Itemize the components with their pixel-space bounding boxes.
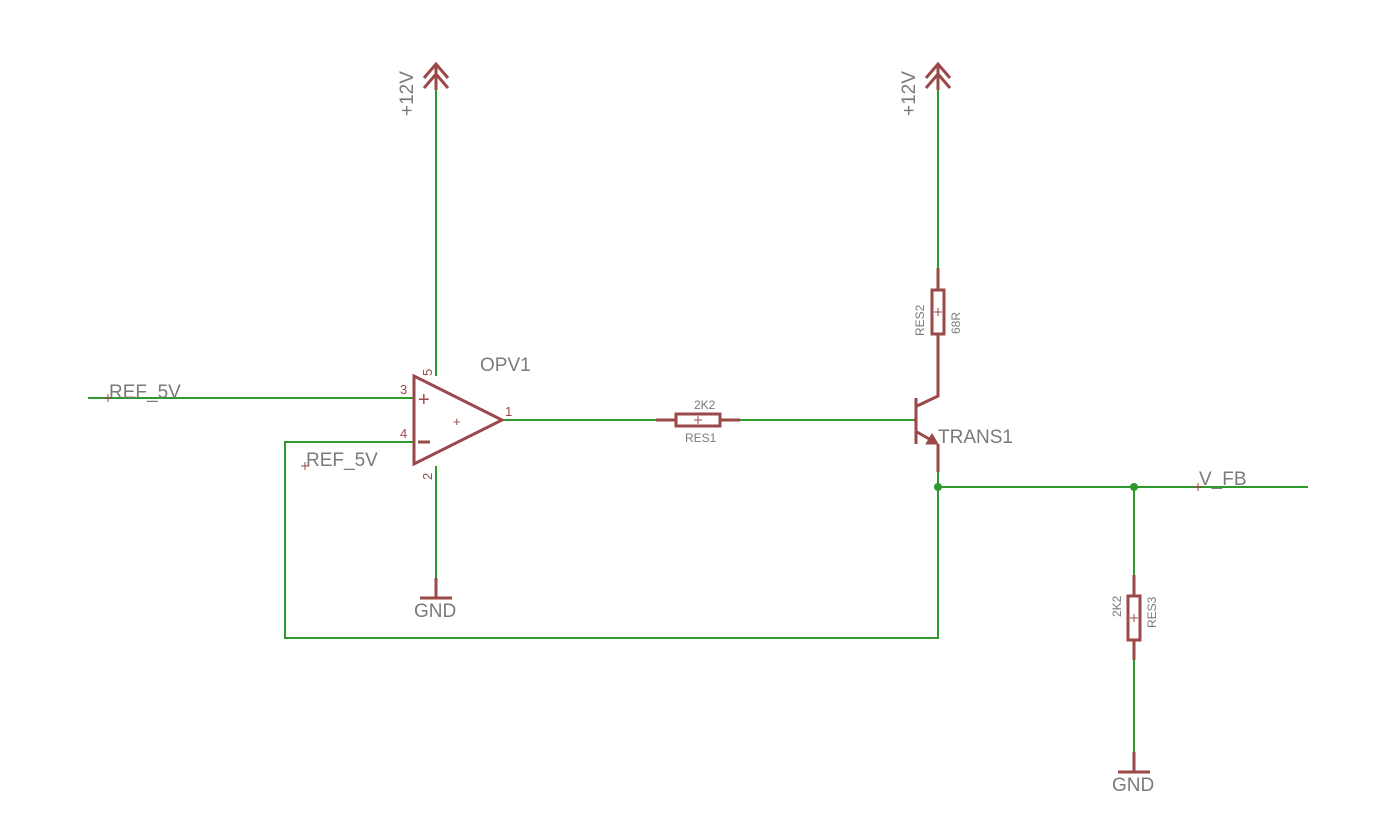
transistor-trans1: TRANS1 xyxy=(914,356,1013,472)
supply-trans-vcc: +12V xyxy=(899,61,952,116)
opamp-plus-sign: + xyxy=(418,389,430,411)
net-label-v-fb: V_FB xyxy=(1199,469,1247,490)
res1-value: 2K2 xyxy=(694,398,716,412)
wires xyxy=(88,84,1308,772)
net-label-ref-feedback: REF_5V xyxy=(306,450,378,471)
res3-value: 2K2 xyxy=(1110,595,1124,617)
res3-body xyxy=(1126,594,1142,642)
trans-emitter-arrow xyxy=(925,433,939,445)
junction-res3 xyxy=(1130,483,1138,491)
res2-value: 68R xyxy=(949,312,963,334)
opamp-opv1: OPV1 3 4 1 5 2 + + xyxy=(400,355,531,480)
resistor-res2: RES2 68R xyxy=(913,268,963,356)
ground-label-opamp: GND xyxy=(414,601,456,622)
resistor-res1: 2K2 RES1 xyxy=(656,398,740,445)
net-label-ref-input: REF_5V xyxy=(109,382,181,403)
opamp-triangle xyxy=(412,373,506,467)
res2-name: RES2 xyxy=(913,304,927,336)
res1-name: RES1 xyxy=(685,431,717,445)
opamp-pin-inv: 4 xyxy=(400,426,407,441)
opamp-pin-noninv: 3 xyxy=(400,382,407,397)
trans-name: TRANS1 xyxy=(938,427,1013,448)
junction-emitter xyxy=(934,483,942,491)
wire-feedback-loop xyxy=(284,441,939,639)
ground-res3: GND xyxy=(1112,752,1154,796)
ground-label-res3: GND xyxy=(1112,775,1154,796)
res3-name: RES3 xyxy=(1145,596,1159,628)
res2-body xyxy=(930,288,946,336)
opamp-name: OPV1 xyxy=(480,355,531,376)
supply-label-opamp-vcc: +12V xyxy=(397,71,418,116)
opamp-origin-mark: + xyxy=(453,414,461,429)
res1-body xyxy=(674,412,722,428)
opamp-pin-gnd: 2 xyxy=(420,473,435,480)
supply-opamp-vcc: +12V xyxy=(397,61,450,116)
net-label-markers xyxy=(104,394,1202,491)
ground-opamp: GND xyxy=(414,578,456,622)
supply-label-trans-vcc: +12V xyxy=(899,71,920,116)
trans-collector xyxy=(916,356,940,408)
net-labels: REF_5V REF_5V V_FB xyxy=(104,382,1247,491)
opamp-pin-out: 1 xyxy=(505,404,512,419)
opamp-pin-vcc: 5 xyxy=(420,369,435,376)
resistor-res3: 2K2 RES3 xyxy=(1110,575,1159,660)
